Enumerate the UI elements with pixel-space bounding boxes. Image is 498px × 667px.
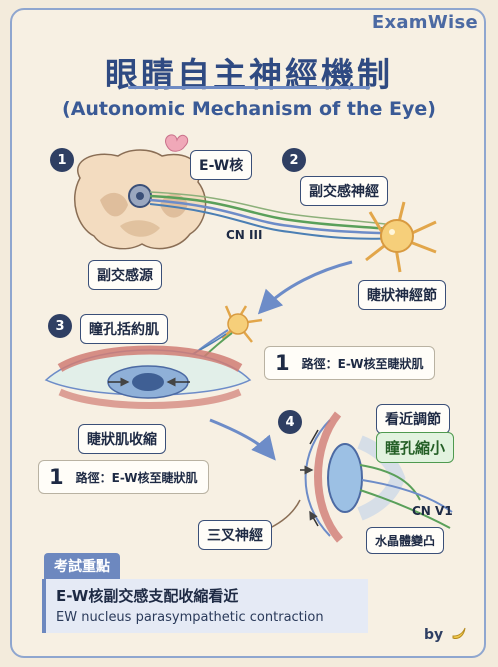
label-pupil-sphincter: 瞳孔括約肌 [80,314,168,344]
page-subtitle: (Autonomic Mechanism of the Eye) [62,98,436,120]
step-number-4: 4 [278,410,302,434]
route-number: 1 [275,351,290,375]
eye-section-1 [44,345,252,409]
route-number: 1 [49,465,64,489]
step-number-1: 1 [50,148,74,172]
exam-focus-line-2: EW nucleus parasympathetic contraction [56,610,324,625]
label-cn3: CN III [226,228,263,242]
byline-text: by [424,627,444,643]
label-ciliary-ganglion: 睫狀神經節 [358,280,446,310]
route-text: 路徑：E-W核至睫狀肌 [75,470,198,485]
exam-focus-body: E-W核副交感支配收縮看近 EW nucleus parasympathetic… [42,579,368,633]
ciliary-ganglion-icon [365,201,437,273]
exam-focus-line-1: E-W核副交感支配收縮看近 [56,587,239,605]
exam-focus-tag: 考試重點 [44,553,120,579]
title-underline [128,86,370,89]
label-cn-v1: CN V1 [412,504,453,518]
route-text: 路徑：E-W核至睫狀肌 [301,356,424,371]
label-ew-nucleus: E-W核 [190,150,253,180]
label-ciliary-muscle-contraction: 睫狀肌收縮 [78,424,166,454]
brand-logo: ExamWise [371,12,478,33]
exam-focus-card: 考試重點 E-W核副交感支配收縮看近 EW nucleus parasympat… [42,553,368,633]
label-pupil-constriction: 瞳孔縮小 [376,432,455,463]
brainstem-section [73,134,207,250]
label-parasympathetic-nerve: 副交感神經 [300,176,388,206]
label-lens-change: 水晶體變凸 [366,527,445,554]
banana-icon [452,627,466,639]
step-number-2: 2 [282,148,306,172]
label-trigeminal: 三叉神經 [198,520,272,550]
label-parasympathetic-source: 副交感源 [88,260,162,290]
label-near-accommodation: 看近調節 [376,404,450,434]
ganglion-small-icon [221,305,263,343]
route-box-2: 1 路徑：E-W核至睫狀肌 [38,460,209,494]
byline: by [424,621,466,643]
step-number-3: 3 [48,314,72,338]
route-box-1: 1 路徑：E-W核至睫狀肌 [264,346,435,380]
